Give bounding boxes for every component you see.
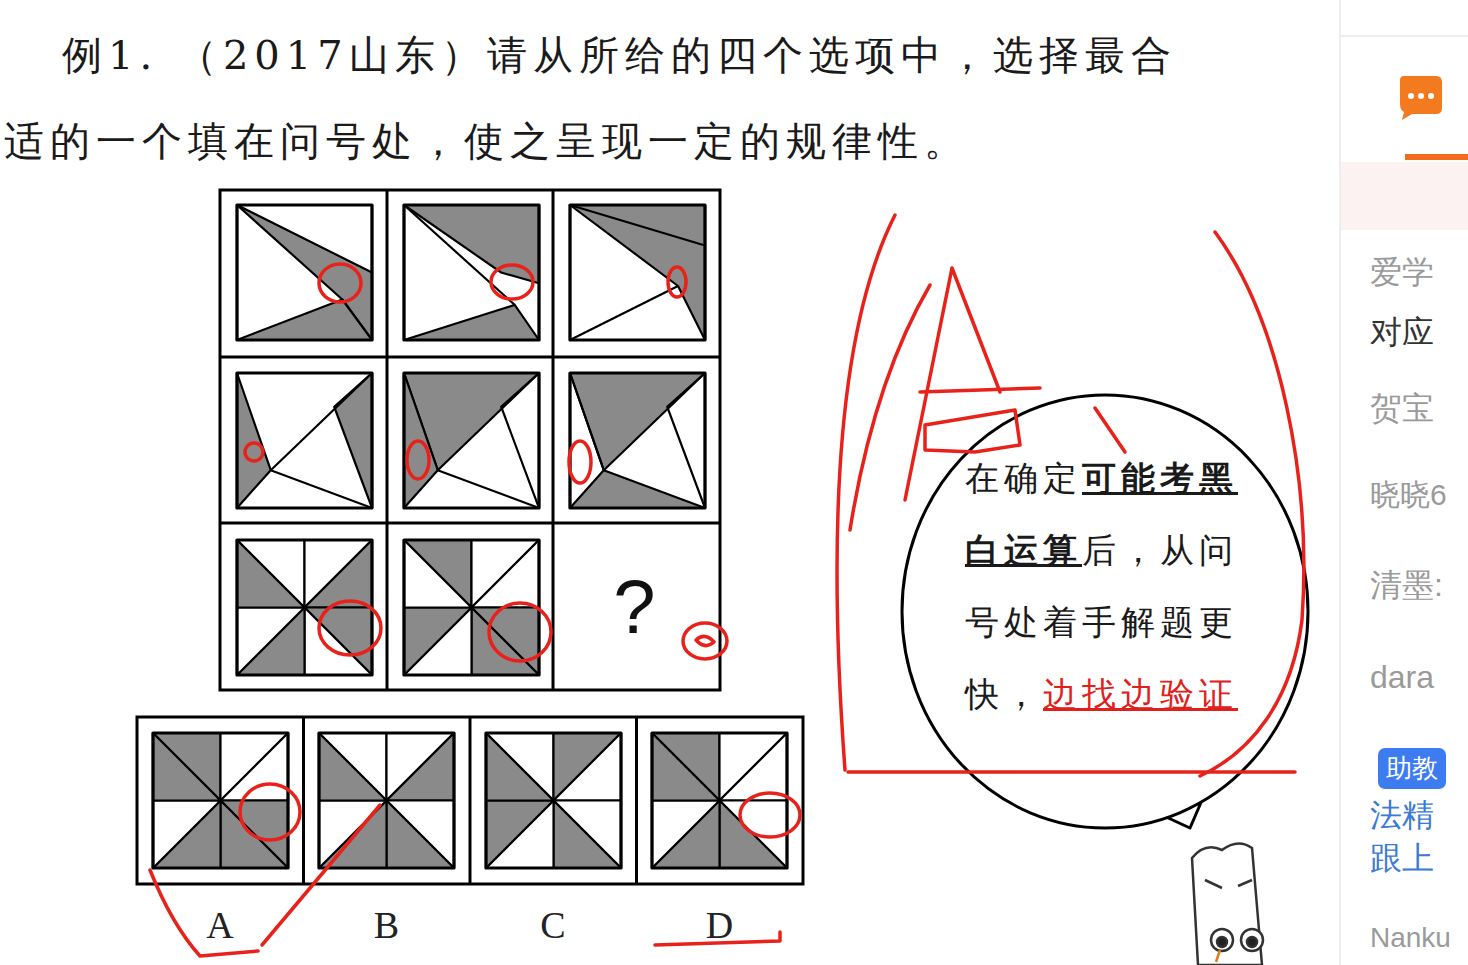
sidebar-text: 法精 <box>1370 795 1434 835</box>
option-box: A <box>137 717 303 945</box>
question-grid <box>220 190 720 690</box>
figure <box>237 205 372 340</box>
figure <box>237 540 372 675</box>
sidebar-text: 跟上 <box>1370 838 1434 878</box>
sidebar-text: 晓晓6 <box>1370 476 1447 513</box>
figure <box>486 733 621 868</box>
sidebar-text: dara <box>1370 657 1434 697</box>
figure <box>319 733 454 868</box>
teacher-badge: 助教 <box>1378 748 1446 789</box>
option-letter: D <box>706 904 733 946</box>
figure <box>237 373 372 508</box>
option-box: B <box>303 717 470 945</box>
figure <box>404 540 539 675</box>
figure <box>404 373 539 508</box>
sidebar-text: 清墨: <box>1370 565 1443 605</box>
option-letter: B <box>374 904 399 946</box>
bubble-ellipse <box>902 395 1308 828</box>
figure <box>652 733 787 868</box>
figure <box>404 205 539 340</box>
question-mark-cell: ? <box>553 523 720 690</box>
figure <box>153 733 288 868</box>
badge-text: 助教 <box>1386 751 1438 786</box>
question-title: 例1. （2017山东）请从所给的四个选项中，选择最合适的一个填在问号处，使之呈… <box>4 12 1199 184</box>
speech-bubble: 在确定可能考黑白运算后，从问号处着手解题更快，边找边验证 <box>900 393 1310 830</box>
sidebar-text: Nanku <box>1370 920 1451 955</box>
option-letter: A <box>206 904 233 946</box>
sidebar-text: 对应 <box>1370 312 1434 352</box>
bubble-run: 在确定 <box>965 458 1082 498</box>
figure <box>570 205 705 340</box>
sidebar-text: 贺宝 <box>1370 388 1434 428</box>
mascot <box>1192 843 1263 965</box>
figure <box>570 373 705 508</box>
sidebar <box>1340 0 1468 965</box>
option-frame <box>137 717 803 884</box>
sidebar-text: 爱学 <box>1370 252 1434 292</box>
option-box: C <box>470 717 636 945</box>
bubble-run: 边找边验证 <box>1043 674 1238 714</box>
question-mark: ? <box>613 563 655 650</box>
option-box: D <box>636 717 803 945</box>
bubble-text: 在确定可能考黑白运算后，从问号处着手解题更快，边找边验证 <box>965 442 1245 730</box>
option-letter: C <box>540 904 565 946</box>
